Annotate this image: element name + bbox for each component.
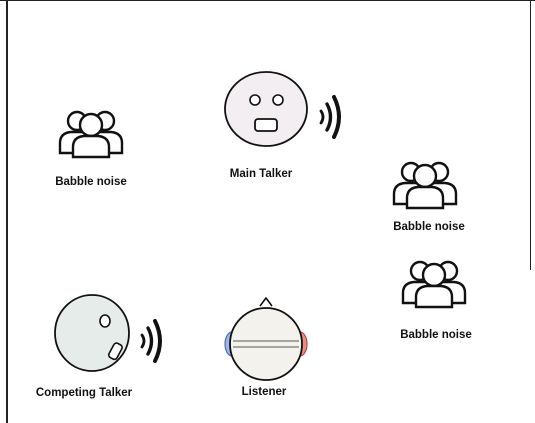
babble-noise-label: Babble noise: [55, 176, 127, 188]
frame-right-border: [530, 0, 531, 270]
competing-talker-label: Competing Talker: [35, 387, 133, 399]
listener-head-icon: [224, 297, 308, 381]
crowd-icon: [401, 260, 467, 309]
sound-waves-icon: [319, 95, 341, 139]
crowd-icon: [392, 161, 458, 210]
crowd-icon: [58, 110, 124, 159]
main-talker-label: Main Talker: [229, 168, 293, 180]
frame-top-border: [0, 0, 535, 10]
babble-noise-label: Babble noise: [393, 221, 465, 233]
listener-label: Listener: [241, 386, 287, 398]
face-icon: [224, 71, 308, 147]
head-icon: [54, 294, 130, 372]
sound-waves-icon: [140, 319, 162, 363]
frame-left-border: [6, 0, 8, 423]
babble-noise-label: Babble noise: [400, 329, 472, 341]
